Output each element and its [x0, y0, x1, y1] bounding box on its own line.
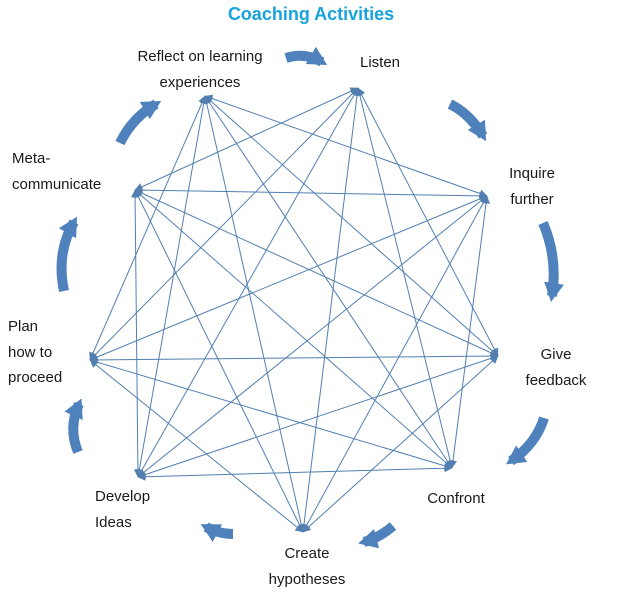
- edge-line-give-meta: [134, 189, 499, 357]
- edge-line-confront-develop: [137, 464, 453, 481]
- edge-line-give-develop: [137, 354, 499, 479]
- edge-line-listen-meta: [134, 87, 359, 191]
- edge-line-confront-plan: [89, 358, 453, 470]
- cycle-arrow-meta-to-reflect: [115, 99, 162, 146]
- edge-line-listen-confront: [355, 87, 455, 469]
- node-label-inquire: Inquire further: [509, 165, 555, 208]
- edge-line-give-plan: [89, 352, 499, 364]
- edge-line-develop-meta: [131, 189, 142, 478]
- edge-line-create-meta: [134, 189, 304, 533]
- node-label-create: Create hypotheses: [268, 545, 346, 588]
- node-label-meta: Meta- communicate: [12, 150, 102, 193]
- edge-line-inquire-confront: [448, 195, 491, 469]
- node-label-plan: Plan how to proceed: [8, 318, 63, 386]
- cycle-arrow-inquire-to-give: [538, 221, 564, 302]
- edge-line-reflect-create: [202, 95, 306, 533]
- cycle-arrow-listen-to-inquire: [447, 99, 488, 142]
- edge-line-inquire-create: [302, 195, 488, 533]
- edge-line-listen-develop: [137, 87, 359, 478]
- page-title: Coaching Activities: [227, 4, 395, 24]
- edge-line-reflect-plan: [89, 95, 206, 361]
- node-label-reflect: Reflect on learning experiences: [137, 48, 263, 91]
- edge-line-reflect-develop: [135, 95, 208, 478]
- node-label-listen: Listen: [359, 54, 401, 71]
- node-label-develop: Develop Ideas: [95, 488, 151, 531]
- edge-layer: [89, 87, 499, 533]
- edge-line-confront-meta: [134, 189, 453, 469]
- cycle-arrow-plan-to-meta: [56, 216, 79, 293]
- cycle-arrow-create-to-develop: [200, 522, 234, 542]
- cycle-arrow-confront-to-create: [358, 522, 397, 549]
- node-label-give: Give feedback: [525, 346, 587, 389]
- cycle-arrow-develop-to-plan: [64, 398, 84, 454]
- cycle-arrow-reflect-to-listen: [284, 46, 328, 67]
- cycle-arrow-layer: [56, 46, 564, 549]
- cycle-arrow-give-to-confront: [506, 416, 549, 466]
- node-label-confront: Confront: [427, 490, 485, 507]
- edge-line-listen-create: [299, 87, 362, 533]
